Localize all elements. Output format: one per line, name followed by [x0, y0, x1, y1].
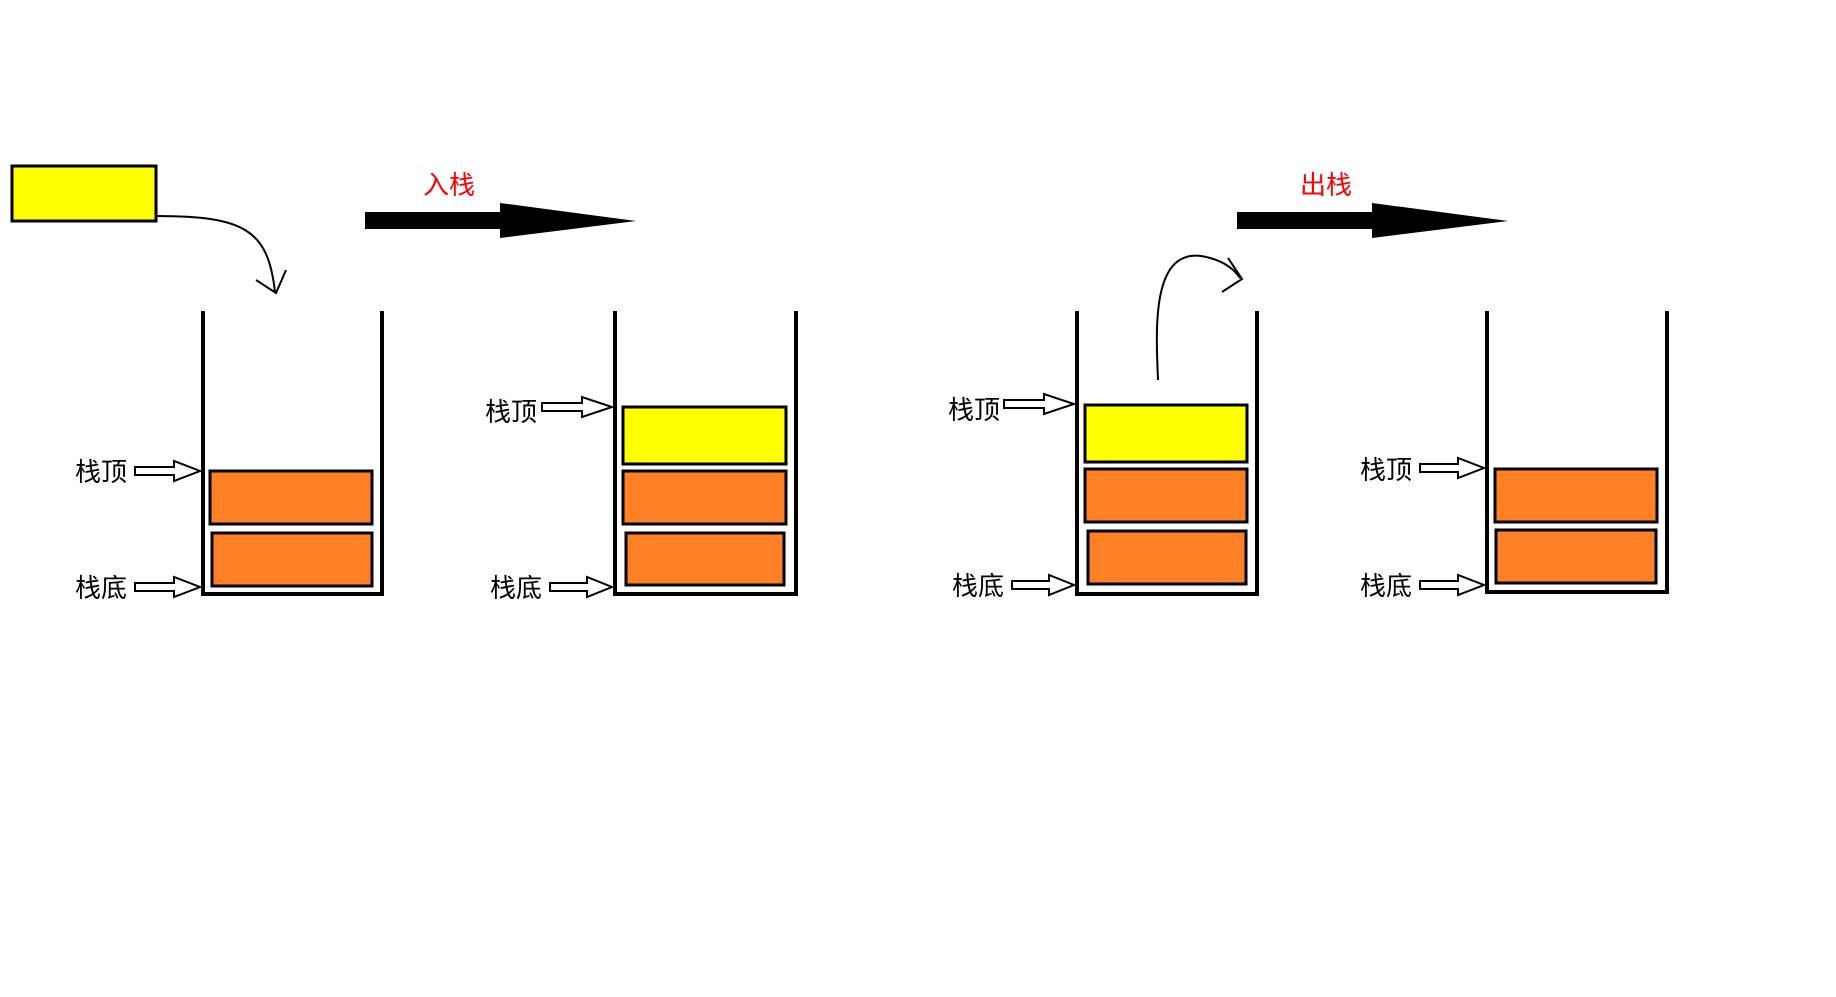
stack-element [210, 531, 374, 588]
pop-arrow-icon [1237, 203, 1508, 238]
stack-top-label: 栈顶 [1360, 456, 1412, 486]
stage-before-push: 栈顶 栈底 [10, 164, 384, 604]
stack-top-pointer-icon [134, 459, 203, 483]
pop-operation: 出栈 [1237, 171, 1508, 238]
stack-bottom-pointer-icon [1419, 573, 1487, 597]
stack-bottom-pointer-icon [134, 575, 203, 599]
stack-top-pointer-icon [1419, 456, 1487, 480]
stack-element [624, 531, 786, 587]
push-arrow-icon [365, 203, 636, 238]
stage-after-pop: 栈顶 栈底 [1360, 311, 1669, 602]
incoming-element [10, 164, 158, 223]
stack-bottom-label: 栈底 [1360, 572, 1412, 602]
stack-container [613, 311, 798, 596]
stack-top-pointer-icon [541, 395, 616, 419]
stack-container [1075, 311, 1259, 596]
stack-element [621, 469, 788, 526]
stage-after-push: 栈顶 栈底 [485, 311, 798, 604]
stack-element [1494, 528, 1658, 585]
stack-top-pointer-icon [1003, 392, 1078, 416]
stack-bottom-pointer-icon [1011, 573, 1077, 597]
pop-curve-arrowhead [1221, 257, 1244, 293]
stack-bottom-label: 栈底 [490, 574, 542, 604]
push-curve-arrowhead [255, 269, 287, 295]
push-curve-arrow [155, 215, 276, 293]
stack-element [208, 469, 374, 526]
push-operation: 入栈 [365, 171, 636, 238]
stack-element-top [1083, 403, 1249, 464]
stack-bottom-label: 栈底 [75, 574, 127, 604]
stack-element [1493, 467, 1659, 524]
stack-top-label: 栈顶 [75, 458, 127, 488]
stack-top-label: 栈顶 [948, 396, 1000, 426]
stage-before-pop: 栈顶 栈底 [948, 254, 1259, 602]
stack-container [201, 311, 384, 596]
stack-bottom-label: 栈底 [952, 572, 1004, 602]
pop-label: 出栈 [1300, 171, 1352, 201]
pop-curve-arrow [1155, 254, 1241, 381]
stack-element-new [621, 405, 788, 466]
stack-element [1083, 467, 1249, 524]
stack-top-label: 栈顶 [485, 398, 537, 428]
stack-bottom-pointer-icon [549, 575, 615, 599]
push-label: 入栈 [423, 171, 475, 201]
stack-element [1086, 529, 1248, 586]
stack-container [1485, 311, 1669, 594]
